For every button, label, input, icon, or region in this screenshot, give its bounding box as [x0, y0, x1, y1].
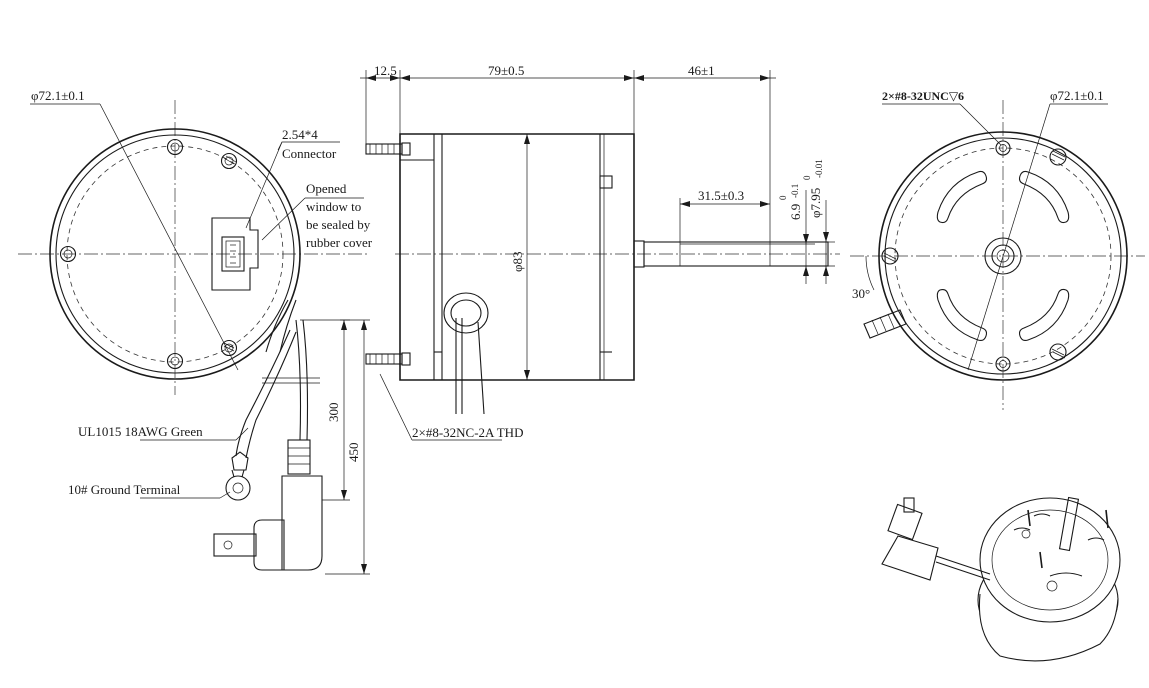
connector-label-2: Connector: [282, 146, 337, 161]
threaded-stud: [365, 142, 411, 366]
lead-450-dim: 450: [346, 443, 361, 463]
shaft-dia-tol-upper: 0: [802, 175, 812, 180]
window-label-4: rubber cover: [306, 235, 373, 250]
front-end-view: [850, 100, 1145, 410]
connector-label-1: 2.54*4: [282, 127, 318, 142]
ground-terminal: [225, 451, 251, 501]
lead-300-dim: 300: [326, 403, 341, 423]
body-dia-dim: φ83: [510, 251, 525, 272]
power-plug: [213, 439, 323, 571]
rear-hole-circle-dim: φ72.1±0.1: [31, 88, 85, 103]
isometric-preview: [881, 496, 1121, 662]
flat-depth-tol-upper: 0: [778, 195, 788, 200]
connector-window: [211, 217, 259, 291]
flat-depth-tol-lower: -0.1: [790, 184, 800, 198]
window-label-3: be sealed by: [306, 217, 371, 232]
flange-dim: 12.5: [374, 63, 397, 78]
shaft-dia-dim: φ7.95: [808, 188, 823, 218]
annotations: φ72.1±0.1 2.54*4 Connector Opened window…: [31, 63, 1104, 497]
window-label-2: window to: [306, 199, 361, 214]
flat-length-dim: 31.5±0.3: [698, 188, 744, 203]
vent-slot: [936, 170, 1070, 342]
threaded-studs-label: 2×#8-32NC-2A THD: [412, 425, 523, 440]
ground-terminal-label: 10# Ground Terminal: [68, 482, 181, 497]
front-hole-circle-dim: φ72.1±0.1: [1050, 88, 1104, 103]
ground-wire-label: UL1015 18AWG Green: [78, 424, 203, 439]
window-label-1: Opened: [306, 181, 347, 196]
flat-depth-dim: 6.9: [788, 204, 803, 220]
shaft-length-dim: 46±1: [688, 63, 715, 78]
shaft-dia-tol-lower: -0.01: [814, 159, 824, 178]
angle-dim: 30°: [852, 286, 870, 301]
side-view: [360, 70, 840, 441]
body-length-dim: 79±0.5: [488, 63, 524, 78]
mounting-holes-label: 2×#8-32UNC▽6: [882, 89, 964, 103]
rear-screw: [59, 138, 238, 370]
rear-end-view: [18, 100, 370, 575]
